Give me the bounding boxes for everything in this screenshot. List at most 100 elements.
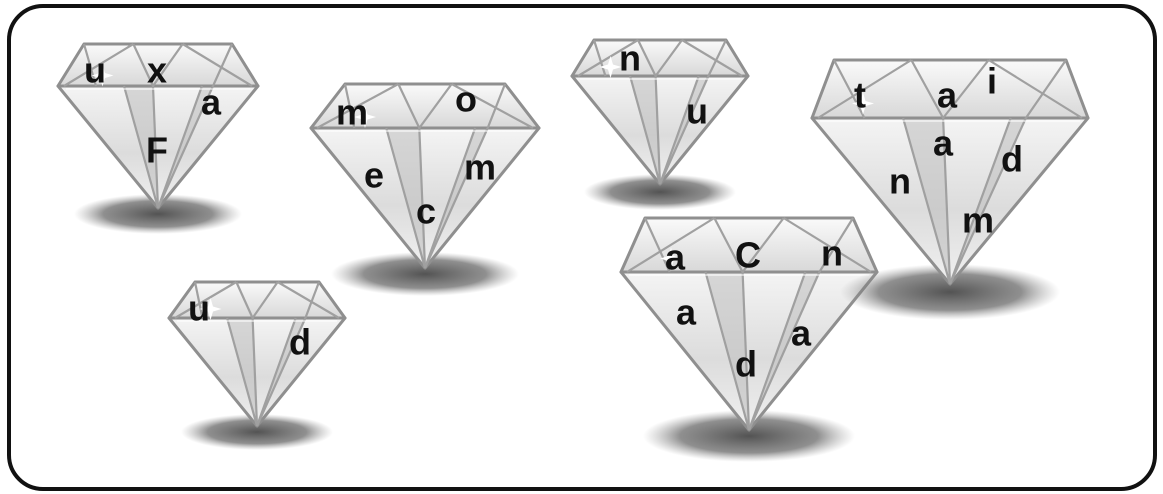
gem-facet-line bbox=[747, 271, 807, 431]
gem-facet-line bbox=[423, 127, 489, 269]
gem-facet-line bbox=[654, 75, 662, 185]
gem-facet-line bbox=[626, 217, 715, 273]
gem-letter: a bbox=[933, 123, 954, 164]
gem-facet-line bbox=[818, 217, 854, 273]
gem-facet-line bbox=[741, 217, 785, 273]
gem-facet-line bbox=[82, 43, 98, 87]
gem-facet-line bbox=[251, 317, 259, 427]
gem-facet-line bbox=[629, 75, 662, 185]
gem-letter: d bbox=[289, 322, 311, 363]
gem-letter: a bbox=[665, 237, 686, 278]
gem-letter: n bbox=[889, 161, 911, 202]
sparkle-icon bbox=[199, 298, 222, 320]
gem-shadow bbox=[643, 410, 855, 462]
gem-facet-line bbox=[681, 39, 743, 77]
gem-3: ud bbox=[167, 280, 347, 450]
gem-facet-line bbox=[255, 317, 297, 427]
sparkle-icon bbox=[852, 92, 874, 115]
gem-letter: a bbox=[791, 313, 812, 354]
gem-facet-line bbox=[942, 59, 990, 119]
gem-letter: u bbox=[686, 91, 708, 132]
gem-facet-line bbox=[418, 83, 453, 129]
gem-facet-line bbox=[577, 39, 639, 77]
gem-facet-line bbox=[211, 43, 234, 87]
gem-letter: a bbox=[937, 75, 958, 116]
gem-letter: u bbox=[84, 50, 106, 91]
gem-letter: n bbox=[821, 233, 843, 274]
gem-letter: a bbox=[676, 292, 697, 333]
gem-facet-line bbox=[658, 75, 700, 185]
gem-shadow bbox=[331, 252, 519, 296]
gem-letter: C bbox=[735, 235, 761, 276]
gem-facet-line bbox=[122, 85, 160, 209]
gem-facet-line bbox=[385, 127, 427, 269]
gem-facet-line bbox=[948, 117, 1012, 285]
gem-4: nu bbox=[570, 38, 750, 210]
gem-letter: d bbox=[1001, 139, 1023, 180]
gem-facet-line bbox=[277, 281, 340, 319]
sparkle-icon bbox=[91, 64, 114, 87]
gem-facet-line bbox=[637, 39, 657, 77]
gem-facet-line bbox=[833, 59, 866, 119]
gem-facet-line bbox=[910, 59, 945, 119]
gem-letter: n bbox=[619, 38, 641, 79]
gem-facet-line bbox=[988, 59, 1083, 119]
gem-letter: m bbox=[336, 92, 368, 133]
gem-facet-line bbox=[174, 281, 237, 319]
gem-facet-line bbox=[316, 83, 399, 129]
gem-facet-line bbox=[1024, 59, 1067, 119]
gem-shadow bbox=[74, 194, 242, 234]
gem-letter: u bbox=[188, 288, 210, 329]
gem-facet-line bbox=[654, 39, 683, 77]
gem-letter: m bbox=[962, 200, 994, 241]
gem-facet-line bbox=[418, 127, 427, 269]
gem-facet-line bbox=[942, 117, 952, 285]
gem-facet-line bbox=[152, 43, 184, 87]
gem-shadow bbox=[840, 264, 1060, 320]
gem-facet-line bbox=[817, 59, 912, 119]
gem-letter: e bbox=[364, 155, 384, 196]
sparkle-icon bbox=[660, 247, 682, 270]
gem-facet-line bbox=[783, 217, 872, 273]
gem-letter: a bbox=[201, 82, 222, 123]
gem-facet-line bbox=[704, 271, 751, 431]
gem-letter: x bbox=[147, 50, 167, 91]
gem-letter: i bbox=[987, 61, 997, 102]
gem-facet-line bbox=[451, 83, 534, 129]
gem-facet-line bbox=[423, 127, 477, 269]
gem-letter: t bbox=[854, 75, 866, 116]
gem-facet-line bbox=[151, 85, 160, 209]
gem-facet-line bbox=[592, 39, 607, 77]
gem-facet-line bbox=[132, 43, 154, 87]
gem-facet-line bbox=[397, 83, 421, 129]
gem-letter: c bbox=[416, 191, 436, 232]
gem-facet-line bbox=[63, 43, 134, 87]
gem-facet-line bbox=[747, 271, 821, 431]
gem-letter: m bbox=[464, 147, 496, 188]
gem-facet-line bbox=[156, 85, 215, 209]
gem-facet-line bbox=[226, 317, 259, 427]
gem-shadow bbox=[584, 174, 736, 210]
gem-facet-line bbox=[707, 39, 727, 77]
gem-facet-line bbox=[156, 85, 204, 209]
sparkle-icon bbox=[354, 106, 376, 128]
gem-facet-line bbox=[486, 83, 507, 129]
gem-facet-line bbox=[658, 75, 710, 185]
gem-facet-line bbox=[902, 117, 952, 285]
gem-shadow bbox=[181, 414, 333, 450]
gem-facet-line bbox=[343, 83, 356, 129]
gem-facet-line bbox=[643, 217, 671, 273]
gem-facet-line bbox=[193, 281, 204, 319]
gem-facet-line bbox=[713, 217, 744, 273]
gem-letter: F bbox=[146, 130, 168, 171]
gem-facet-line bbox=[304, 281, 321, 319]
gem-facet-line bbox=[741, 271, 751, 431]
gem-letter: d bbox=[735, 344, 757, 385]
gem-letter: o bbox=[455, 79, 477, 120]
